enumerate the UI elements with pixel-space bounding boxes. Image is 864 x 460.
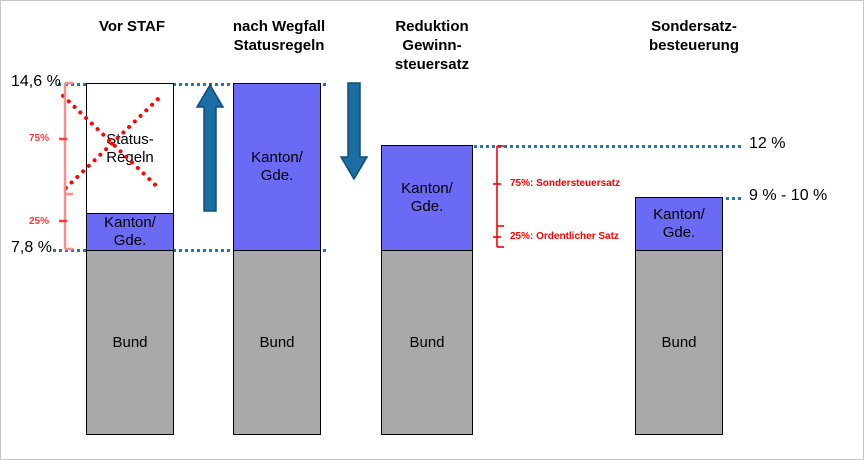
column-header-sondersatz: Sondersatz- besteuerung	[648, 18, 739, 54]
reference-line-7-8	[53, 249, 326, 252]
bracket-note-sondersteuersatz: 75%: Sondersteuersatz	[510, 178, 621, 189]
column-header-vor-staf: Vor STAF	[98, 18, 166, 35]
bar-segment-bund: Bund	[233, 250, 321, 435]
label-14-6-percent: 14,6 %	[11, 73, 61, 90]
reference-line-14-6	[58, 83, 326, 86]
bar-nach-wegfall: Kanton/ Gde. Bund	[233, 83, 321, 435]
bar-vor-staf: Status- Regeln Kanton/ Gde. Bund	[86, 83, 174, 435]
bar-segment-kanton-gde: Kanton/ Gde.	[233, 83, 321, 251]
label-9-10-percent: 9 % - 10 %	[749, 187, 828, 204]
reference-line-12	[421, 145, 741, 148]
bar-sondersatz: Kanton/ Gde. Bund	[635, 197, 723, 435]
bracket-label-25-percent: 25%	[29, 216, 50, 227]
bar-segment-status-regeln: Status- Regeln	[86, 83, 174, 214]
bar-segment-bund: Bund	[381, 250, 473, 435]
bar-segment-bund: Bund	[635, 250, 723, 435]
bar-reduktion: Kanton/ Gde. Bund	[381, 145, 473, 435]
bracket-note-ordentlicher-satz: 25%: Ordentlicher Satz	[510, 231, 619, 242]
column-header-nach-wegfall: nach Wegfall Statusregeln	[232, 18, 326, 54]
bar-segment-kanton-gde: Kanton/ Gde.	[86, 213, 174, 251]
bar-segment-bund: Bund	[86, 250, 174, 435]
down-arrow-icon	[339, 81, 369, 181]
bar-segment-kanton-gde: Kanton/ Gde.	[381, 145, 473, 251]
label-7-8-percent: 7,8 %	[11, 239, 52, 256]
column-header-reduktion: Reduktion Gewinn- steuersatz	[394, 18, 470, 73]
bracket-label-75-percent: 75%	[29, 133, 50, 144]
bar-segment-kanton-gde: Kanton/ Gde.	[635, 197, 723, 251]
up-arrow-icon	[195, 83, 225, 213]
label-12-percent: 12 %	[749, 135, 786, 152]
